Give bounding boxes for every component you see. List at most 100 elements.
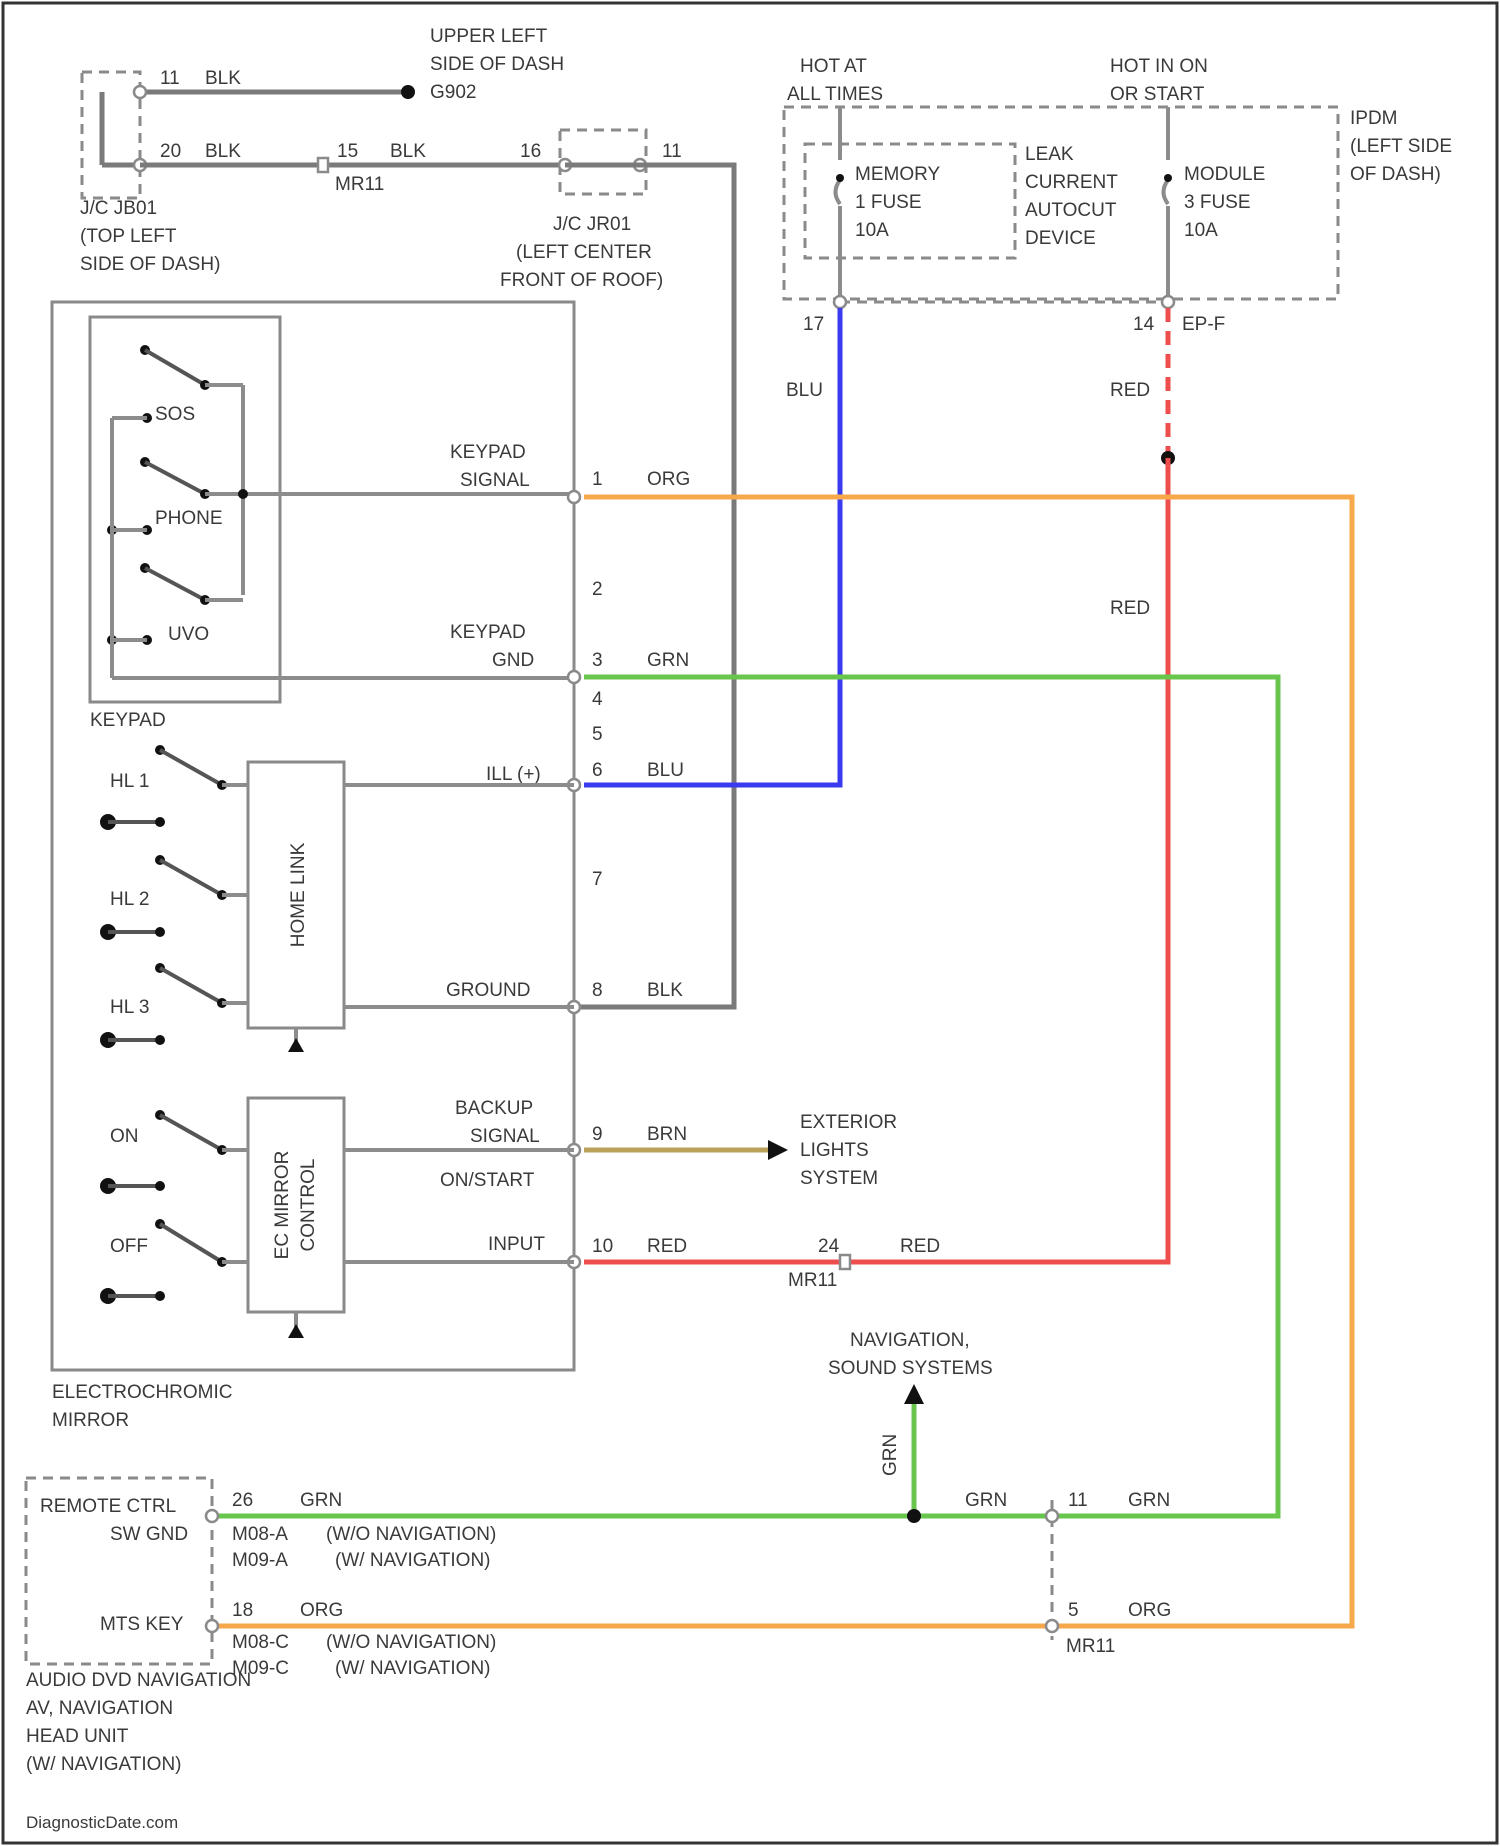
label-memory-1: 1 FUSE [855, 192, 922, 213]
ground-g902 [401, 85, 415, 99]
label-memory-2: 10A [855, 220, 889, 241]
label-electrochromic-1: MIRROR [52, 1410, 129, 1431]
wire-label-blu-1: BLU [786, 380, 823, 401]
label-head-unit-1: AV, NAVIGATION [26, 1698, 173, 1719]
label-jc-jr01-0: J/C JR01 [553, 214, 631, 235]
label-exterior-1: LIGHTS [800, 1140, 869, 1161]
label-ec-mirror-1: CONTROL [298, 1159, 319, 1252]
wire-label-blk-1: BLK [205, 68, 241, 89]
label-uvo: UVO [168, 624, 209, 645]
pin-hu26 [206, 1510, 218, 1522]
module-fuse-node [1164, 174, 1172, 182]
pin-label-mr24: 24 [818, 1236, 840, 1257]
label-m08c-desc: (W/O NAVIGATION) [326, 1632, 496, 1653]
label-ipdm-0: IPDM [1350, 108, 1398, 129]
label-exterior-2: SYSTEM [800, 1168, 878, 1189]
wire-label-red-3: RED [647, 1236, 687, 1257]
label-leak-2: AUTOCUT [1025, 200, 1117, 221]
label-module-2: 10A [1184, 220, 1218, 241]
label-ipdm-1: (LEFT SIDE [1350, 136, 1452, 157]
pin-label-jr16: 16 [520, 141, 541, 162]
label-ground: GROUND [446, 980, 530, 1001]
label-jc-jb01-1: (TOP LEFT [80, 226, 177, 247]
pin-label-1: 1 [592, 469, 603, 490]
pin-label-3: 3 [592, 650, 603, 671]
label-g902: G902 [430, 82, 476, 103]
wire-label-grn-3: GRN [1128, 1490, 1170, 1511]
label-keypad-signal-0: KEYPAD [450, 442, 526, 463]
wire-label-red-4: RED [900, 1236, 940, 1257]
pin-label-5: 5 [592, 724, 603, 745]
label-hot-at-0: HOT AT [800, 56, 867, 77]
wire-label-red-1: RED [1110, 380, 1150, 401]
label-jc-jb01-2: SIDE OF DASH) [80, 254, 220, 275]
pin-label-ipdm-ep: EP-F [1182, 314, 1225, 335]
connector-mr11-red [840, 1255, 850, 1269]
label-hot-in-0: HOT IN ON [1110, 56, 1208, 77]
label-ec-mirror-0: EC MIRROR [272, 1151, 293, 1260]
label-head-unit-0: AUDIO DVD NAVIGATION [26, 1670, 251, 1691]
pin-jb11 [134, 86, 146, 98]
label-mts-key: MTS KEY [100, 1614, 184, 1635]
label-ill: ILL (+) [486, 764, 541, 785]
label-hl2: HL 2 [110, 889, 149, 910]
label-backup-0: BACKUP [455, 1098, 533, 1119]
label-keypad-signal-1: SIGNAL [460, 470, 530, 491]
pin-label-2: 2 [592, 579, 603, 600]
connector-mr11-top [318, 158, 328, 172]
label-m09a: M09-A [232, 1550, 288, 1571]
label-jc-jb01-0: J/C JB01 [80, 198, 157, 219]
label-jc-jr01-1: (LEFT CENTER [516, 242, 652, 263]
pin-ipdm17 [834, 296, 846, 308]
label-hot-at-1: ALL TIMES [787, 84, 883, 105]
pin-label-mr5: 5 [1068, 1600, 1079, 1621]
label-m08a-desc: (W/O NAVIGATION) [326, 1524, 496, 1545]
label-phone: PHONE [155, 508, 223, 529]
page-border [3, 3, 1497, 1843]
label-backup-1: SIGNAL [470, 1126, 540, 1147]
wire-label-blk-2: BLK [205, 141, 241, 162]
label-leak-3: DEVICE [1025, 228, 1096, 249]
label-jc-jr01-2: FRONT OF ROOF) [500, 270, 663, 291]
wire-label-grn-vert: GRN [880, 1434, 901, 1476]
pin-ipdm14 [1162, 296, 1174, 308]
label-input: INPUT [488, 1234, 545, 1255]
wire-label-grn-2: GRN [965, 1490, 1007, 1511]
label-head-unit-3: (W/ NAVIGATION) [26, 1754, 182, 1775]
pin-mr11-grn [1046, 1510, 1058, 1522]
pin-label-hu18: 18 [232, 1600, 253, 1621]
label-ipdm-2: OF DASH) [1350, 164, 1441, 185]
label-keypad: KEYPAD [90, 710, 166, 731]
wire-label-org-3: ORG [300, 1600, 343, 1621]
pin-label-hu26: 26 [232, 1490, 253, 1511]
label-m09a-desc: (W/ NAVIGATION) [335, 1550, 491, 1571]
label-remote-1: SW GND [110, 1524, 188, 1545]
watermark: DiagnosticDate.com [26, 1813, 178, 1832]
label-keypad-gnd-0: KEYPAD [450, 622, 526, 643]
pin-label-mr11: 11 [1068, 1490, 1088, 1511]
label-exterior-0: EXTERIOR [800, 1112, 897, 1133]
label-keypad-gnd-1: GND [492, 650, 534, 671]
label-sos: SOS [155, 404, 195, 425]
wire-label-brn: BRN [647, 1124, 687, 1145]
pin-label-7: 7 [592, 869, 603, 890]
wire-label-blu-2: BLU [647, 760, 684, 781]
wire-label-org-1: ORG [647, 469, 690, 490]
pin-label-6: 6 [592, 760, 603, 781]
label-module-1: 3 FUSE [1184, 192, 1251, 213]
pin-label-8: 8 [592, 980, 603, 1001]
label-hl3: HL 3 [110, 997, 149, 1018]
label-m08a: M08-A [232, 1524, 288, 1545]
label-electrochromic-0: ELECTROCHROMIC [52, 1382, 233, 1403]
label-m09c-desc: (W/ NAVIGATION) [335, 1658, 491, 1679]
pin-label-jb20: 20 [160, 141, 181, 162]
label-leak-0: LEAK [1025, 144, 1074, 165]
label-upper-left-dash-0: UPPER LEFT [430, 26, 548, 47]
wire-label-red-2: RED [1110, 598, 1150, 619]
memory-fuse-node [836, 174, 844, 182]
pin-label-mr15: 15 [337, 141, 358, 162]
label-on: ON [110, 1126, 139, 1147]
pin-mr5-org [1046, 1620, 1058, 1632]
